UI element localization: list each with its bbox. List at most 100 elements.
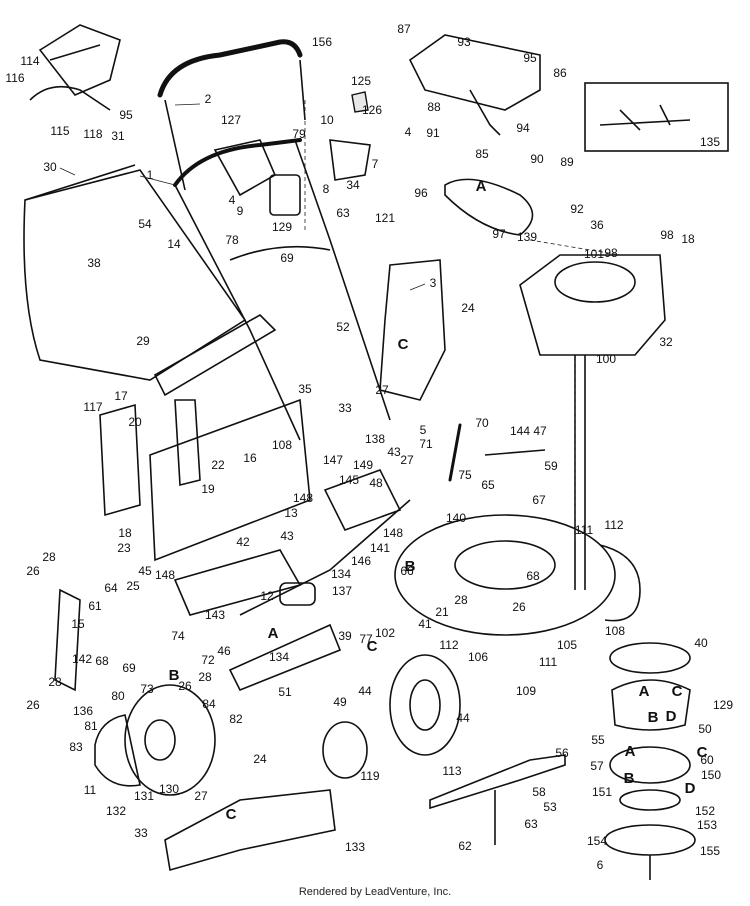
reference-letter-C: C — [367, 638, 378, 655]
part-callout-80: 80 — [111, 689, 125, 703]
part-callout-61: 61 — [88, 599, 102, 613]
part-callout-25: 25 — [126, 579, 140, 593]
part-callout-39: 39 — [338, 629, 352, 643]
catcher-frame-29 — [153, 314, 277, 397]
part-callout-106: 106 — [468, 650, 488, 664]
part-callout-63: 63 — [336, 206, 350, 220]
part-callout-140: 140 — [446, 511, 466, 525]
part-callout-148: 148 — [383, 526, 403, 540]
part-callout-27: 27 — [400, 453, 414, 467]
part-callout-60: 60 — [700, 753, 714, 767]
part-callout-31: 31 — [111, 129, 125, 143]
part-callout-47: 47 — [533, 424, 547, 438]
reference-letter-C: C — [697, 744, 708, 761]
part-callout-33: 33 — [338, 401, 352, 415]
part-callout-111: 111 — [575, 523, 594, 537]
part-callout-145: 145 — [339, 473, 359, 487]
part-callout-84: 84 — [202, 697, 216, 711]
part-callout-82: 82 — [229, 712, 243, 726]
part-callout-83: 83 — [69, 740, 83, 754]
part-callout-115: 115 — [50, 124, 69, 138]
part-callout-92: 92 — [570, 202, 584, 216]
part-callout-26: 26 — [512, 600, 526, 614]
part-callout-3: 3 — [430, 276, 437, 290]
side-discharge-chute-3 — [379, 259, 446, 401]
part-callout-68: 68 — [95, 654, 109, 668]
transmission-housing-137 — [279, 582, 316, 606]
part-callout-20: 20 — [128, 415, 142, 429]
part-callout-155: 155 — [700, 844, 720, 858]
handle-crossbar-78 — [229, 245, 331, 261]
part-callout-93: 93 — [457, 35, 471, 49]
part-callout-111: 111 — [539, 655, 558, 669]
lower-handle-right-rail — [294, 139, 391, 421]
wheel-assembly-119 — [322, 721, 368, 779]
part-callout-22: 22 — [211, 458, 225, 472]
part-callout-89: 89 — [560, 155, 574, 169]
part-callout-88: 88 — [427, 100, 441, 114]
part-callout-43: 43 — [280, 529, 294, 543]
part-callout-91: 91 — [426, 126, 440, 140]
part-callout-152: 152 — [695, 804, 715, 818]
part-callout-131: 131 — [134, 789, 154, 803]
part-callout-35: 35 — [298, 382, 312, 396]
inset-detail-135 — [584, 82, 729, 152]
reference-letter-B: B — [624, 770, 635, 787]
part-callout-13: 13 — [284, 506, 298, 520]
part-callout-149: 149 — [353, 458, 373, 472]
rear-discharge-shield-17 — [99, 403, 141, 517]
reference-letter-B: B — [405, 558, 416, 575]
reference-letter-C: C — [398, 336, 409, 353]
reference-letter-A: A — [639, 683, 650, 700]
part-callout-30: 30 — [43, 160, 57, 174]
part-callout-43: 43 — [387, 445, 401, 459]
part-callout-148: 148 — [155, 568, 175, 582]
part-callout-98: 98 — [604, 246, 618, 260]
part-callout-156: 156 — [312, 35, 332, 49]
part-callout-141: 141 — [370, 541, 390, 555]
part-callout-28: 28 — [454, 593, 468, 607]
part-callout-41: 41 — [418, 617, 432, 631]
part-callout-136: 136 — [73, 704, 93, 718]
part-callout-73: 73 — [140, 682, 154, 696]
blade-adapter-plate-57 — [609, 746, 691, 784]
grass-bag-frame-30 — [24, 164, 136, 201]
part-callout-34: 34 — [346, 178, 360, 192]
diagram-credit: Rendered by LeadVenture, Inc. — [298, 886, 452, 898]
reference-letter-D: D — [685, 780, 696, 797]
part-callout-18: 18 — [118, 526, 132, 540]
air-cleaner-cover-86 — [408, 34, 541, 111]
part-callout-142: 142 — [72, 652, 92, 666]
reference-letter-A: A — [625, 743, 636, 760]
transmission-shaft — [239, 499, 411, 616]
part-callout-11: 11 — [84, 783, 97, 797]
part-callout-18: 18 — [681, 232, 695, 246]
part-callout-6: 6 — [597, 858, 604, 872]
part-callout-129: 129 — [713, 698, 733, 712]
part-callout-2: 2 — [205, 92, 212, 106]
part-callout-4: 4 — [229, 193, 236, 207]
reference-letter-C: C — [672, 683, 683, 700]
part-callout-117: 117 — [83, 400, 102, 414]
part-callout-16: 16 — [243, 451, 257, 465]
part-callout-40: 40 — [694, 636, 708, 650]
blade-adapter-base-154 — [604, 824, 696, 856]
part-callout-153: 153 — [697, 818, 717, 832]
part-callout-46: 46 — [217, 644, 231, 658]
throttle-control-7 — [329, 139, 371, 181]
reference-letter-C: C — [226, 806, 237, 823]
part-callout-114: 114 — [20, 54, 39, 68]
part-callout-113: 113 — [442, 764, 461, 778]
part-callout-67: 67 — [532, 493, 546, 507]
rear-wheel-hub — [144, 719, 176, 761]
part-callout-28: 28 — [42, 550, 56, 564]
rear-deflector-133 — [164, 789, 336, 872]
part-callout-77: 77 — [359, 632, 373, 646]
height-adjust-lever-70 — [448, 423, 462, 482]
part-callout-66: 66 — [400, 564, 414, 578]
throttle-lever-114 — [38, 24, 121, 96]
part-callout-108: 108 — [272, 438, 292, 452]
deck-drum-right — [599, 544, 641, 622]
part-callout-26: 26 — [26, 698, 40, 712]
